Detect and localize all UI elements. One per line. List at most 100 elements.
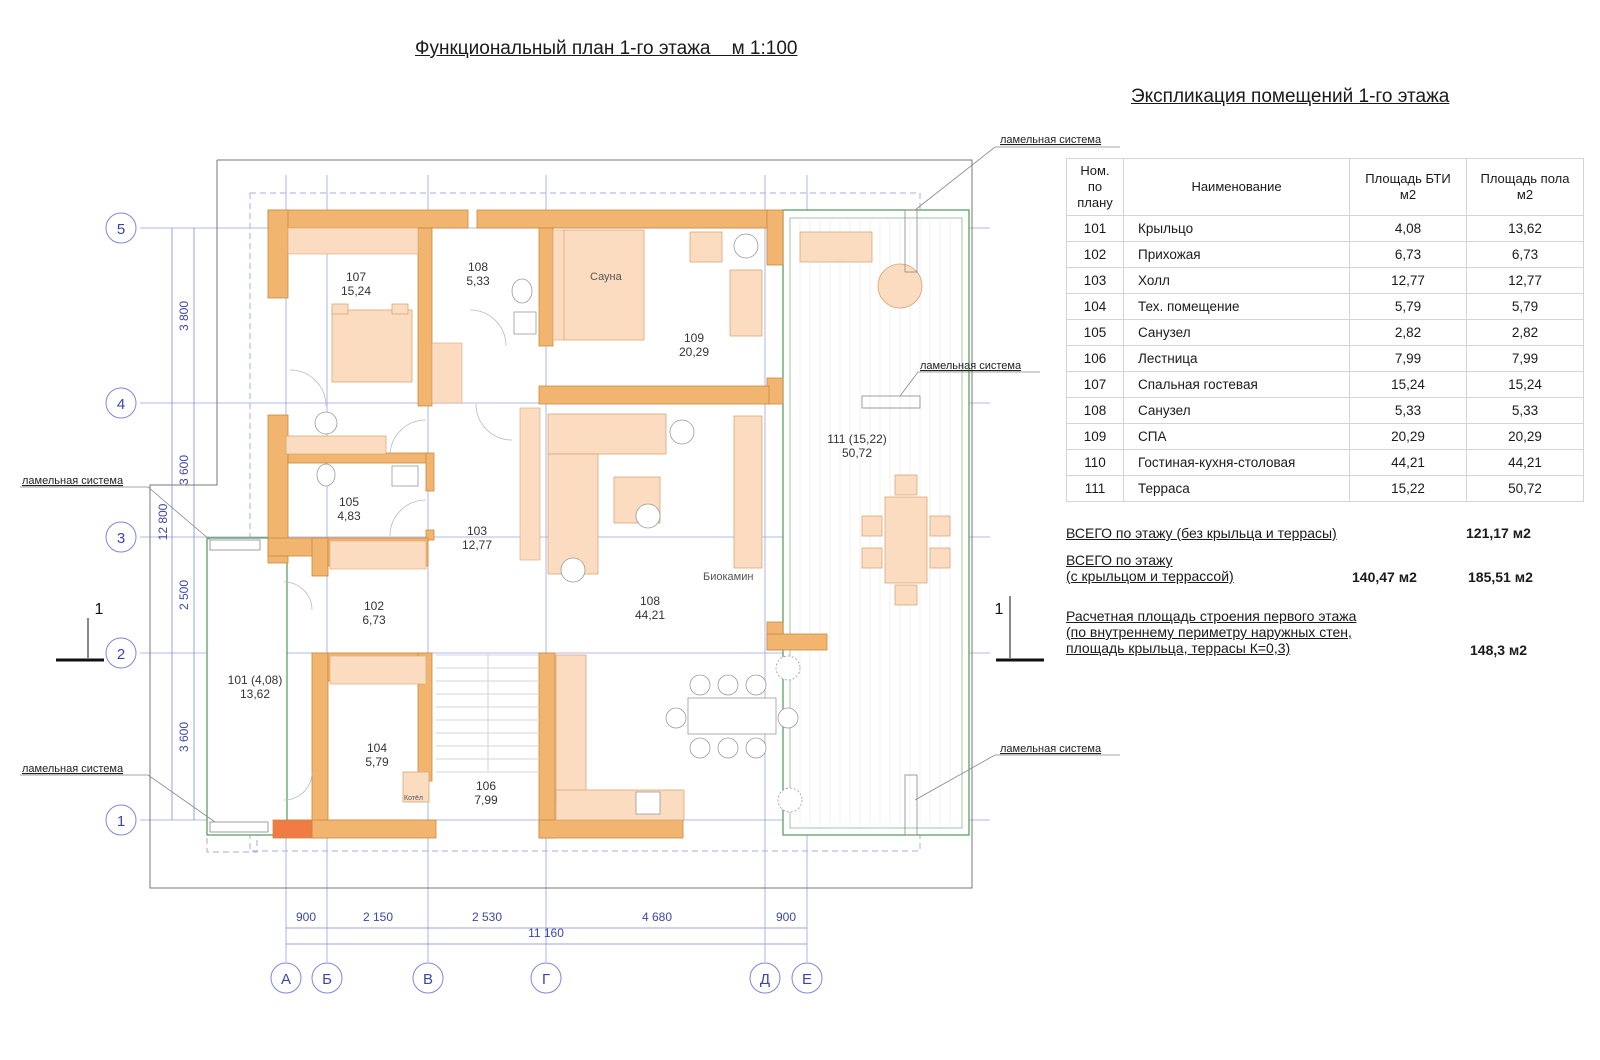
row-area-bti: 15,22 xyxy=(1349,475,1467,502)
row-area-floor: 5,79 xyxy=(1466,293,1584,320)
row-name: СПА xyxy=(1123,423,1350,450)
row-area-floor: 13,62 xyxy=(1466,215,1584,242)
row-number: 108 xyxy=(1066,397,1124,424)
total-with-porch-label-1: ВСЕГО по этажу xyxy=(1066,552,1173,568)
room-number: 105 xyxy=(339,495,359,509)
header-area-floor: Площадь пола м2 xyxy=(1466,158,1584,216)
row-name: Холл xyxy=(1123,267,1350,294)
row-number: 102 xyxy=(1066,241,1124,268)
site-outline xyxy=(149,159,973,889)
row-area-bti: 20,29 xyxy=(1349,423,1467,450)
row-name: Спальная гостевая xyxy=(1123,371,1350,398)
plan-title: Функциональный план 1-го этажа м 1:100 xyxy=(415,38,798,59)
dimension-label: 3 600 xyxy=(177,722,191,752)
wardrobe xyxy=(287,227,568,685)
total-calc-value: 148,3 м2 xyxy=(1470,642,1528,658)
dimension-label: 3 800 xyxy=(177,301,191,331)
row-number: 103 xyxy=(1066,267,1124,294)
room-area: 6,73 xyxy=(362,613,386,627)
row-area-floor: 5,33 xyxy=(1466,397,1584,424)
room-number: 104 xyxy=(367,741,387,755)
row-number: 106 xyxy=(1066,345,1124,372)
room-area: 44,21 xyxy=(635,608,665,622)
room-number: 101 (4,08) xyxy=(228,673,283,687)
dimension-label: 900 xyxy=(776,910,796,924)
section-mark-label: 1 xyxy=(95,601,104,618)
row-name: Санузел xyxy=(1123,397,1350,424)
row-area-floor: 12,77 xyxy=(1466,267,1584,294)
header-number: Ном. по плану xyxy=(1066,158,1124,216)
row-area-floor: 50,72 xyxy=(1466,475,1584,502)
total-without-porch: ВСЕГО по этажу (без крыльца и террасы) 1… xyxy=(1066,525,1546,541)
row-name: Терраса xyxy=(1123,475,1350,502)
total-with-porch-value-floor: 185,51 м2 xyxy=(1468,569,1533,585)
room-area: 12,77 xyxy=(462,538,492,552)
row-number: 109 xyxy=(1066,423,1124,450)
total-calc-label-3: площадь крыльца, террасы К=0,3) xyxy=(1066,640,1291,656)
total-without-porch-label: ВСЕГО по этажу (без крыльца и террасы) xyxy=(1066,525,1337,541)
staircase xyxy=(436,654,540,773)
dimension-total-label: 12 800 xyxy=(156,503,170,540)
axis-column-label: В xyxy=(423,971,433,988)
axis-row-label: 3 xyxy=(117,530,125,547)
room-area: 13,62 xyxy=(240,687,270,701)
header-name: Наименование xyxy=(1123,158,1350,216)
roof-outline xyxy=(249,192,921,852)
row-number: 101 xyxy=(1066,215,1124,242)
axis-column-label: Г xyxy=(542,971,550,988)
room-area: 5,33 xyxy=(466,274,490,288)
dimension-label: 3 600 xyxy=(177,455,191,485)
row-area-floor: 15,24 xyxy=(1466,371,1584,398)
row-area-bti: 7,99 xyxy=(1349,345,1467,372)
row-area-bti: 5,79 xyxy=(1349,293,1467,320)
row-name: Крыльцо xyxy=(1123,215,1350,242)
axis-column-label: Е xyxy=(802,971,812,988)
table-header-row: Ном. по плану Наименование Площадь БТИ м… xyxy=(1066,158,1584,216)
room-area: 4,83 xyxy=(337,509,361,523)
callout-leaders xyxy=(20,146,1120,823)
fixtures xyxy=(314,233,803,815)
walls xyxy=(267,209,828,839)
room-number: 108 xyxy=(468,260,488,274)
biofireplace-label: Биокамин xyxy=(703,571,753,583)
room-area: 15,24 xyxy=(341,284,371,298)
row-area-bti: 4,08 xyxy=(1349,215,1467,242)
sauna-label: Сауна xyxy=(590,271,623,283)
room-area: 50,72 xyxy=(842,446,872,460)
room-number: 102 xyxy=(364,599,384,613)
row-area-floor: 20,29 xyxy=(1466,423,1584,450)
axis-row-label: 2 xyxy=(117,646,125,663)
row-area-floor: 7,99 xyxy=(1466,345,1584,372)
row-number: 105 xyxy=(1066,319,1124,346)
total-with-porch-label-2: (с крыльцом и террассой) xyxy=(1066,568,1234,584)
row-name: Прихожая xyxy=(1123,241,1350,268)
total-with-porch: ВСЕГО по этажу (с крыльцом и террассой) … xyxy=(1066,552,1546,585)
row-area-floor: 44,21 xyxy=(1466,449,1584,476)
dimension-total-label: 11 160 xyxy=(528,926,564,940)
total-calc-area: Расчетная площадь строения первого этажа… xyxy=(1066,608,1546,658)
row-name: Лестница xyxy=(1123,345,1350,372)
row-number: 110 xyxy=(1066,449,1124,476)
row-area-floor: 2,82 xyxy=(1466,319,1584,346)
room-area: 20,29 xyxy=(679,345,709,359)
room-area: 5,79 xyxy=(365,755,389,769)
row-area-bti: 6,73 xyxy=(1349,241,1467,268)
dimension-label: 2 500 xyxy=(177,580,191,610)
axis-row-label: 4 xyxy=(117,396,125,413)
header-area-bti: Площадь БТИ м2 xyxy=(1349,158,1467,216)
total-calc-label-1: Расчетная площадь строения первого этажа xyxy=(1066,608,1357,624)
row-name: Санузел xyxy=(1123,319,1350,346)
room-number: 108 xyxy=(640,594,660,608)
callout-label: ламельная система xyxy=(920,360,1022,372)
explication-title: Экспликация помещений 1-го этажа xyxy=(1131,86,1450,107)
